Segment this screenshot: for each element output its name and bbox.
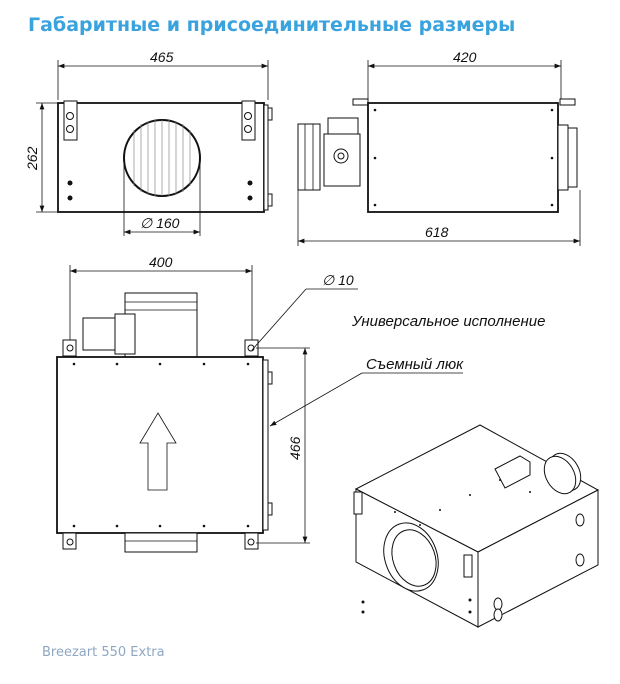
side-length-dim: 618 bbox=[425, 224, 449, 240]
side-view: 420 618 bbox=[297, 49, 581, 246]
universal-version-label: Универсальное исполнение bbox=[351, 313, 545, 330]
side-depth-dim: 420 bbox=[453, 49, 477, 65]
isometric-view bbox=[353, 424, 600, 628]
product-name: Breezart 550 Extra bbox=[42, 645, 165, 660]
front-width-dim: 465 bbox=[150, 49, 174, 65]
front-diameter-dim: ∅ 160 bbox=[140, 215, 180, 231]
hole-diameter-dim: ∅ 10 bbox=[322, 272, 354, 288]
top-length-dim: 466 bbox=[287, 436, 303, 460]
page-title: Габаритные и присоединительные размеры bbox=[28, 14, 516, 36]
front-height-dim: 262 bbox=[24, 146, 40, 171]
airflow-arrow-icon bbox=[139, 412, 177, 491]
removable-hatch-label: Съемный люк bbox=[366, 356, 464, 373]
top-view: 400 466 ∅ 10 bbox=[56, 254, 358, 553]
front-view: 465 262 ∅ 160 bbox=[24, 49, 273, 236]
top-width-dim: 400 bbox=[149, 254, 173, 270]
